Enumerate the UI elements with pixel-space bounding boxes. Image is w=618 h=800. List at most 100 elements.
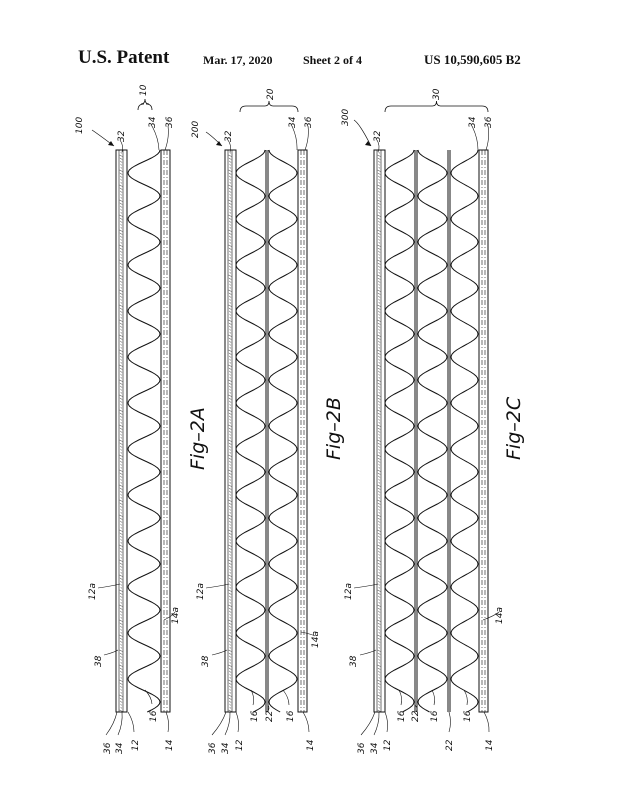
bottom-label: 34 bbox=[370, 742, 380, 754]
speckle bbox=[229, 643, 232, 646]
leader-line bbox=[164, 125, 169, 151]
speckle bbox=[229, 286, 231, 289]
speckle bbox=[378, 673, 381, 676]
speckle bbox=[120, 376, 122, 379]
speckle bbox=[229, 598, 232, 601]
speckle bbox=[228, 637, 232, 640]
speckle bbox=[229, 583, 232, 586]
corrugated-core bbox=[417, 149, 448, 713]
bottom-label: 12 bbox=[383, 739, 393, 751]
speckle bbox=[119, 682, 123, 685]
speckle bbox=[119, 499, 123, 502]
leader-line bbox=[266, 704, 270, 713]
leader-line bbox=[205, 583, 230, 589]
speckle bbox=[229, 451, 231, 454]
leader-line bbox=[291, 125, 298, 151]
speckle bbox=[377, 352, 381, 355]
speckle bbox=[378, 523, 381, 526]
bottom-label: 34 bbox=[221, 742, 231, 754]
speckle bbox=[228, 172, 232, 175]
speckle bbox=[119, 157, 123, 160]
speckle bbox=[228, 649, 232, 652]
bottom-label: 16 bbox=[286, 710, 296, 722]
speckle bbox=[228, 607, 232, 610]
speckle bbox=[119, 640, 123, 643]
speckle bbox=[119, 172, 123, 175]
speckle bbox=[119, 235, 123, 238]
speckle bbox=[377, 700, 381, 703]
leader-line bbox=[304, 125, 309, 151]
speckle bbox=[119, 307, 123, 310]
speckle bbox=[120, 673, 123, 676]
speckle bbox=[228, 430, 232, 433]
speckle bbox=[120, 343, 123, 346]
speckle bbox=[120, 271, 122, 274]
speckle bbox=[120, 706, 122, 709]
speckle bbox=[378, 568, 381, 571]
speckle bbox=[229, 241, 231, 244]
speckle bbox=[377, 289, 381, 292]
leader-line bbox=[302, 711, 310, 733]
speckle bbox=[120, 583, 123, 586]
speckle bbox=[378, 706, 380, 709]
speckle bbox=[229, 391, 231, 394]
speckle bbox=[378, 481, 380, 484]
speckle bbox=[120, 466, 122, 469]
speckle bbox=[119, 667, 123, 670]
speckle bbox=[229, 256, 231, 259]
speckle bbox=[119, 349, 123, 352]
speckle bbox=[119, 247, 123, 250]
speckle bbox=[228, 154, 232, 157]
speckle bbox=[229, 613, 232, 616]
speckle bbox=[120, 538, 123, 541]
speckle bbox=[228, 205, 232, 208]
bottom-label: 36 bbox=[103, 742, 113, 754]
speckle bbox=[378, 448, 381, 451]
side-label: 14a bbox=[171, 607, 181, 624]
speckle bbox=[378, 328, 381, 331]
bottom-label: 22 bbox=[265, 710, 275, 722]
speckle bbox=[119, 412, 123, 415]
bottom-label: 16 bbox=[397, 710, 407, 722]
speckle bbox=[377, 409, 381, 412]
speckle bbox=[378, 193, 381, 196]
speckle bbox=[378, 301, 380, 304]
speckle bbox=[378, 181, 380, 184]
speckle bbox=[377, 472, 381, 475]
speckle bbox=[229, 151, 231, 154]
leader-line bbox=[103, 649, 119, 656]
speckle bbox=[378, 166, 380, 169]
speckle bbox=[229, 586, 231, 589]
speckle bbox=[229, 331, 231, 334]
speckle bbox=[119, 400, 123, 403]
speckle bbox=[228, 475, 232, 478]
speckle bbox=[228, 517, 232, 520]
bottom-label: 16 bbox=[250, 710, 260, 722]
speckle bbox=[378, 163, 381, 166]
speckle bbox=[120, 181, 122, 184]
speckle bbox=[377, 460, 381, 463]
speckle bbox=[378, 433, 381, 436]
speckle bbox=[228, 655, 232, 658]
speckle bbox=[119, 334, 123, 337]
speckle bbox=[377, 475, 381, 478]
speckle bbox=[120, 658, 123, 661]
speckle bbox=[228, 595, 232, 598]
corrugated-core bbox=[235, 149, 266, 713]
leader-line bbox=[163, 611, 176, 621]
speckle bbox=[228, 379, 232, 382]
speckle bbox=[377, 292, 381, 295]
speckle bbox=[229, 298, 232, 301]
speckle bbox=[119, 427, 123, 430]
speckle bbox=[119, 670, 123, 673]
speckle bbox=[377, 679, 381, 682]
speckle bbox=[377, 652, 381, 655]
panel-structures bbox=[115, 149, 489, 713]
speckle bbox=[119, 274, 123, 277]
figure-2a-labels: 100 10 32 34 36 12a 38 14a 36 34 12 16 1… bbox=[75, 84, 209, 754]
speckle bbox=[119, 370, 123, 373]
speckle bbox=[377, 547, 381, 550]
speckle bbox=[228, 424, 232, 427]
speckle bbox=[228, 229, 232, 232]
